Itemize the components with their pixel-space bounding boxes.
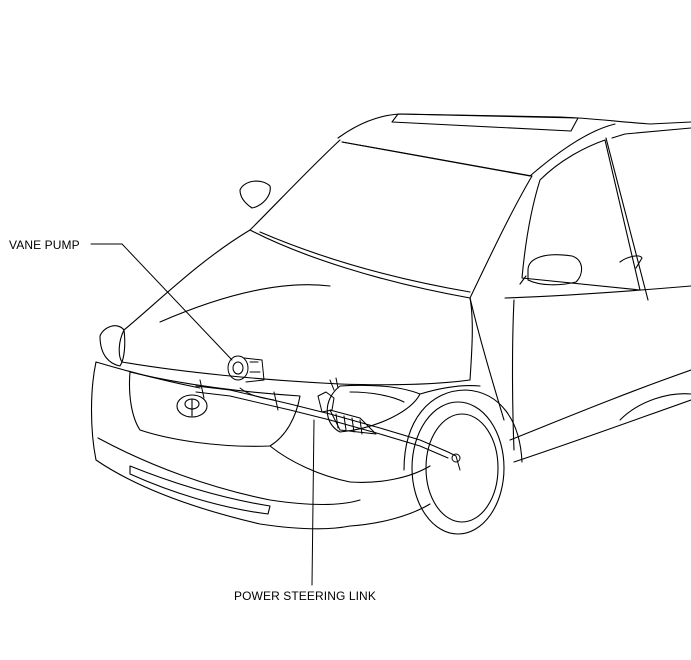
headlamp-left [99,325,126,367]
side-crease [469,297,505,421]
door-lower-line [509,369,691,441]
grille-upper [128,371,301,447]
power-steering-link-label: POWER STEERING LINK [234,589,376,603]
headlamp-right-inner [349,391,405,403]
fender-line [419,384,481,395]
front-wheel-tire [411,401,505,535]
b-pillar [605,137,649,301]
headlamp-right [326,384,421,433]
bumper-front [90,361,351,530]
a-pillar [529,123,616,177]
bumper-side [349,465,431,483]
lower-grille [129,465,271,515]
windshield [249,139,533,299]
far-mirror [239,180,271,209]
vane-pump-label: VANE PUMP [9,238,80,252]
rear-door-window [611,127,691,139]
car-roof [337,113,691,139]
bumper-side-lower [349,503,431,527]
side-mirror-arm [519,275,527,285]
hood-crease [159,284,331,323]
vane-pump [227,355,265,383]
door-belt-line [504,285,691,299]
bumper-lower-line [97,437,361,506]
wheel-arch [403,389,523,471]
vane-pump-leader [90,243,233,361]
front-wheel-rim [425,413,499,523]
sunroof [391,113,579,132]
rocker-panel [513,399,691,463]
wiper-line [259,231,471,293]
door-handle [619,255,643,269]
door-front-edge [511,299,515,451]
front-door-window [521,139,641,291]
toyota-emblem [176,394,208,418]
side-mirror [527,254,583,286]
bumper-top [95,361,201,389]
hood-right-edge [469,297,473,381]
power-steering-link-leader [311,419,315,586]
hood-edge [118,229,251,363]
steering-rack [195,377,461,471]
bumper-corner [269,445,351,483]
rear-wheel-arch [619,393,691,421]
